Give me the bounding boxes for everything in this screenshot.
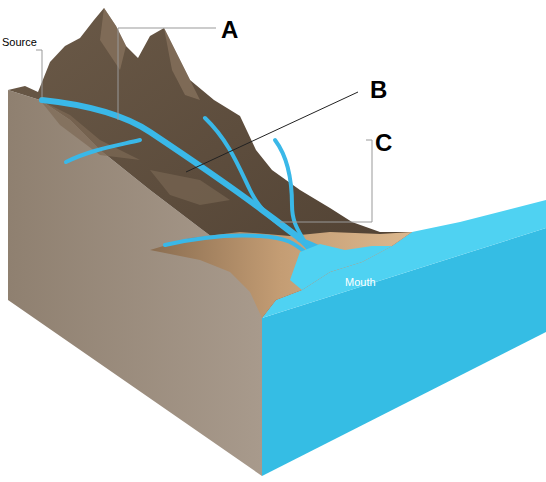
- mouth-label: Mouth: [345, 276, 376, 289]
- lowland: [150, 232, 412, 318]
- mountain-highlight: [164, 28, 200, 100]
- source-label: Source: [2, 36, 37, 49]
- tributary: [165, 235, 310, 256]
- leader-lines: [36, 28, 372, 222]
- tributary: [66, 140, 140, 162]
- section-bracket: [280, 140, 372, 222]
- section-letter: B: [370, 76, 387, 104]
- section-bracket: [118, 28, 216, 120]
- tributary: [275, 140, 308, 248]
- section-letter: C: [375, 129, 392, 157]
- section-leader: [186, 92, 358, 172]
- mountain-range: [8, 8, 412, 318]
- source-leader: [36, 50, 42, 98]
- river-network: [42, 100, 338, 262]
- section-letter: A: [221, 16, 238, 44]
- main-river: [42, 100, 318, 258]
- river-mouth: [290, 244, 392, 290]
- mountain-highlight: [100, 8, 126, 70]
